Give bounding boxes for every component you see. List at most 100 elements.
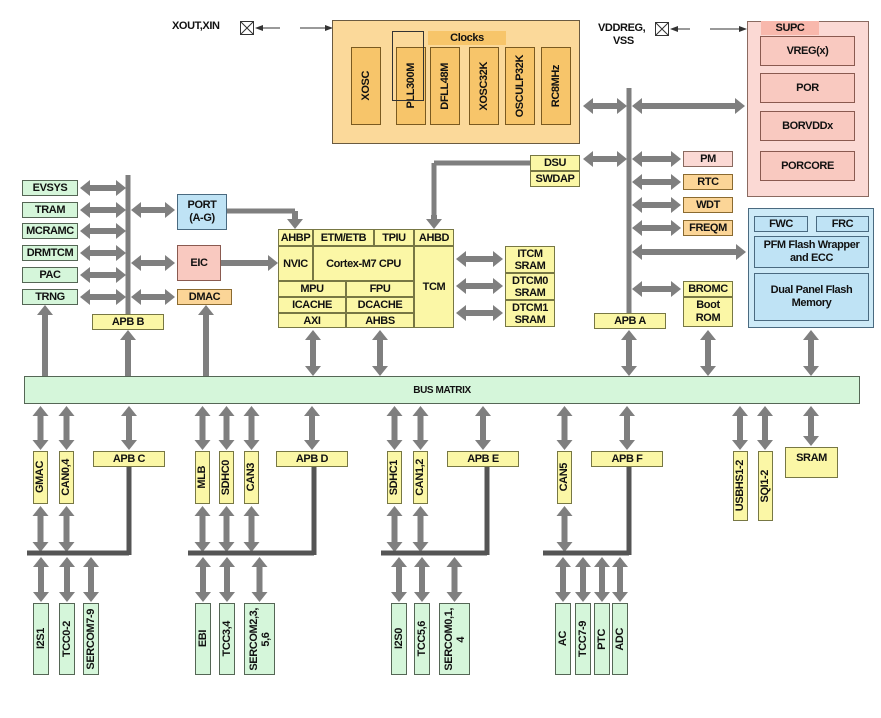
apb-b-peripheral-4: PAC (22, 267, 78, 283)
supc-title: SUPC (761, 21, 819, 35)
dsu-block: DSU (530, 155, 580, 171)
peripheral-bus-arrow (612, 557, 628, 602)
apb-peripheral-0-0: I2S1 (33, 603, 49, 675)
trng-bus-arrow (37, 305, 53, 376)
port-link-arrow (131, 202, 175, 218)
clocks-title: Clocks (428, 31, 506, 45)
apb-peripheral-1-0: EBI (195, 603, 211, 675)
apb-b-peripheral-5: TRNG (22, 289, 78, 305)
dmac-link-arrow (131, 289, 175, 305)
power-pins-label-1: VDDREG, (598, 22, 646, 34)
flash-wrapper: PFM Flash Wrapper and ECC (754, 236, 869, 268)
axi-bus-arrow (305, 330, 321, 376)
apb-b-link-arrow (80, 289, 126, 305)
bridge-bus-arrow (475, 406, 491, 450)
usbhs-block: USBHS1-2 (733, 451, 748, 521)
master-apb-arrow (58, 506, 75, 552)
peripheral-bus-arrow (446, 557, 463, 602)
cpu-icache: ICACHE (278, 297, 346, 313)
tcm-sram-label: SRAM (514, 313, 546, 326)
apb-a-peripheral-0: PM (683, 151, 733, 167)
master-apb-arrow (218, 506, 235, 552)
apb-b-bus-arrow (120, 330, 136, 376)
tcm-sram-arrow (456, 278, 503, 294)
apb-peripheral-2-0: I2S0 (391, 603, 407, 675)
port-range: (A-G) (189, 212, 215, 224)
master-apb-arrow (386, 506, 403, 552)
peripheral-bus-arrow (391, 557, 407, 602)
apb-peripheral-0-2: SERCOM7-9 (83, 603, 99, 675)
dsu-apb-a-arrow (583, 151, 627, 167)
cpu-core: Cortex-M7 CPU (313, 246, 414, 281)
flash-fwc: FWC (754, 216, 808, 232)
bus-matrix: BUS MATRIX (24, 376, 860, 404)
port-to-ahbp-arrow (287, 211, 303, 229)
apb-bridge-0: APB C (93, 451, 165, 467)
clock-source-0: XOSC (351, 47, 381, 125)
clock-source-4: OSCULP32K (505, 47, 535, 125)
apb-b-link-arrow (80, 245, 126, 261)
clock-pins-label: XOUT,XIN (172, 20, 220, 32)
cpu-ahbd: AHBD (414, 229, 454, 246)
peripheral-bus-arrow (594, 557, 610, 602)
apb-peripheral-1-2: SERCOM2,3, 5,6 (244, 603, 275, 675)
peripheral-bus-arrow (555, 557, 571, 602)
power-pins-label-2: VSS (613, 35, 634, 47)
bromc-block: BROMC (683, 281, 733, 297)
peripheral-bus-arrow (59, 557, 75, 602)
master-apb-arrow (556, 506, 573, 552)
apb-b-link-arrow (80, 267, 126, 283)
dmac-block: DMAC (177, 289, 232, 305)
apb-b-bridge: APB B (92, 314, 164, 330)
tcm-sram-label: ITCM (517, 247, 543, 260)
apb-a-peripheral-3: FREQM (683, 220, 733, 236)
cpu-axi: AXI (278, 313, 346, 328)
peripheral-bus-arrow (414, 557, 430, 602)
peripheral-bus-arrow (33, 557, 49, 602)
apb-b-peripheral-3: DRMTCM (22, 245, 78, 261)
flash-memory: Dual Panel Flash Memory (754, 273, 869, 321)
swdap-block: SWDAP (530, 171, 580, 187)
power-pin-icon (655, 22, 669, 36)
master-bus-arrow (386, 406, 403, 450)
master-bus-arrow (194, 406, 211, 450)
eic-link-arrow (131, 255, 175, 271)
bridge-bus-arrow (619, 406, 635, 450)
apb-bridge-1: APB D (276, 451, 348, 467)
cpu-etm: ETM/ETB (313, 229, 374, 246)
master-bus-arrow (412, 406, 429, 450)
apb-b-link-arrow (80, 180, 126, 196)
apb-a-bus-arrow (621, 330, 637, 376)
bromc-apb-a-arrow (632, 281, 681, 297)
cpu-ahbp: AHBP (278, 229, 313, 246)
apb-peripheral-0-1: TCC0-2 (59, 603, 75, 675)
apb-b-peripheral-0: EVSYS (22, 180, 78, 196)
cpu-dcache: DCACHE (346, 297, 414, 313)
ahbs-bus-arrow (372, 330, 388, 376)
apb-a-peripheral-arrow (632, 220, 681, 236)
master-bus-arrow (218, 406, 235, 450)
port-block: PORT (A-G) (177, 194, 227, 230)
tcm-sram-arrow (456, 251, 503, 267)
supc-item-2: BORVDDx (760, 111, 855, 141)
peripheral-bus-arrow (219, 557, 235, 602)
bus-master-0-1: CAN0,4 (59, 451, 74, 504)
bus-master-0-0: GMAC (33, 451, 48, 504)
master-apb-arrow (412, 506, 429, 552)
tcm-sram-arrow (456, 305, 503, 321)
bus-master-1-1: SDHC0 (219, 451, 234, 504)
master-bus-arrow (556, 406, 573, 450)
apb-a-peripheral-arrow (632, 197, 681, 213)
port-label: PORT (187, 199, 217, 211)
apb-peripheral-3-1: TCC7-9 (575, 603, 591, 675)
master-apb-arrow (243, 506, 260, 552)
cpu-nvic: NVIC (278, 246, 313, 281)
apb-b-peripheral-1: TRAM (22, 202, 78, 218)
bus-master-1-0: MLB (195, 451, 210, 504)
boot-rom-line2: ROM (695, 312, 721, 324)
apb-b-link-arrow (80, 223, 126, 239)
master-bus-arrow (243, 406, 260, 450)
